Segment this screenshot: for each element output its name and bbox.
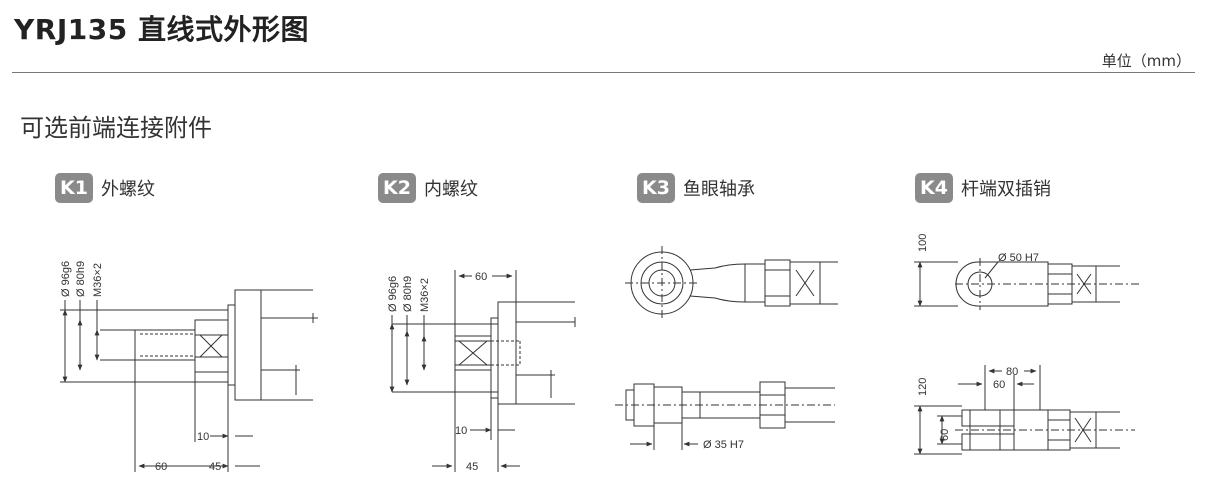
unit-label: 单位（mm） — [1101, 52, 1191, 70]
option-k4-name: 杆端双插销 — [961, 179, 1051, 200]
k1-drawing — [60, 289, 318, 472]
option-k1-header: K1 外螺纹 — [55, 173, 155, 203]
section-title: 可选前端连接附件 — [20, 114, 212, 142]
k1-dim-d3: M36×2 — [92, 263, 104, 297]
option-k3-badge: K3 — [637, 173, 675, 203]
page-title: YRJ135 直线式外形图 — [14, 13, 309, 46]
k3-dim-pin: Ø 35 H7 — [703, 439, 744, 451]
k1-labels: Ø 96g6 Ø 80h9 M36×2 10 60 45 — [60, 261, 221, 473]
option-k1-badge: K1 — [55, 173, 93, 203]
k2-dim-len2: 45 — [466, 461, 478, 473]
option-k1-name: 外螺纹 — [101, 179, 155, 200]
k3-labels: Ø 35 H7 — [703, 439, 744, 451]
k4-dim-w1: 80 — [1006, 366, 1018, 378]
k1-dim-len3: 45 — [209, 461, 221, 473]
k4-clevis-top — [955, 261, 1049, 307]
option-k2-badge: K2 — [378, 173, 416, 203]
option-k3-header: K3 鱼眼轴承 — [637, 173, 755, 203]
k2-flange — [497, 301, 517, 405]
k2-dim-top: 60 — [475, 271, 487, 283]
k2-dim-d3: M36×2 — [419, 278, 431, 312]
k1-dim-len2: 60 — [155, 461, 167, 473]
k2-drawing — [389, 270, 576, 472]
option-k3-name: 鱼眼轴承 — [683, 179, 755, 200]
k4-dim-pin: Ø 50 H7 — [998, 252, 1039, 264]
option-k2-name: 内螺纹 — [424, 179, 478, 200]
k2-dim-d2: Ø 80h9 — [402, 276, 414, 312]
header-divider — [12, 72, 1195, 73]
k1-flange — [234, 289, 262, 401]
k2-dim-len1: 10 — [455, 425, 467, 437]
option-k4-header: K4 杆端双插销 — [915, 173, 1051, 203]
k2-dim-d1: Ø 96g6 — [387, 276, 399, 312]
k4-drawing — [914, 258, 1140, 455]
option-k2-header: K2 内螺纹 — [378, 173, 478, 203]
k1-dim-d1: Ø 96g6 — [60, 261, 72, 297]
k3-drawing — [615, 246, 838, 450]
k4-dim-h2: 120 — [917, 378, 929, 396]
option-k4-badge: K4 — [915, 173, 953, 203]
k4-labels: Ø 50 H7 100 120 60 80 60 — [917, 234, 1039, 441]
k2-labels: Ø 96g6 Ø 80h9 M36×2 60 10 45 — [387, 271, 487, 473]
k4-dim-h1: 100 — [917, 234, 929, 252]
k4-dim-h3: 60 — [939, 429, 951, 441]
k1-dim-d2: Ø 80h9 — [75, 261, 87, 297]
k4-dim-w2: 60 — [993, 379, 1005, 391]
k1-dim-len1: 10 — [197, 431, 209, 443]
